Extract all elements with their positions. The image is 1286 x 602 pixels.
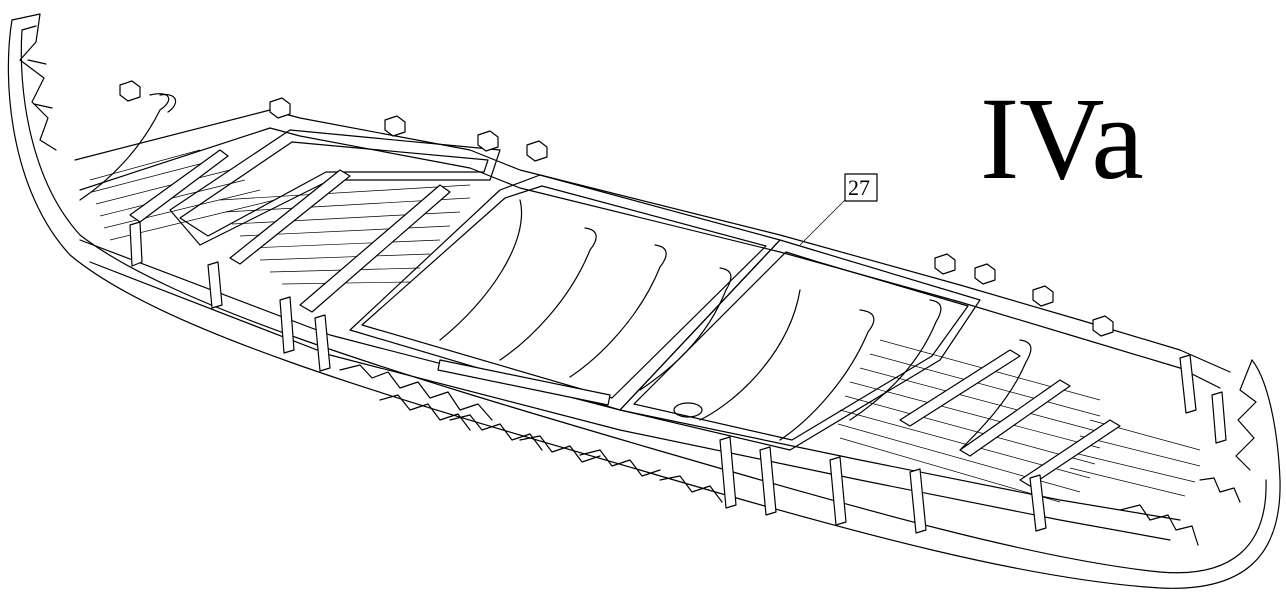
cross-beams bbox=[129, 149, 1121, 487]
part-label-27: 27 bbox=[799, 173, 878, 246]
outer-futtocks bbox=[129, 221, 1227, 534]
mast-step bbox=[673, 402, 703, 418]
thole-blocks bbox=[119, 80, 1114, 337]
part-label-box bbox=[844, 173, 878, 202]
lower-strakes bbox=[339, 364, 1241, 546]
hull-ribs bbox=[79, 93, 1032, 451]
section-title: IVa bbox=[980, 73, 1144, 204]
hull-outline bbox=[7, 13, 1281, 589]
part-label-text: 27 bbox=[848, 175, 870, 200]
